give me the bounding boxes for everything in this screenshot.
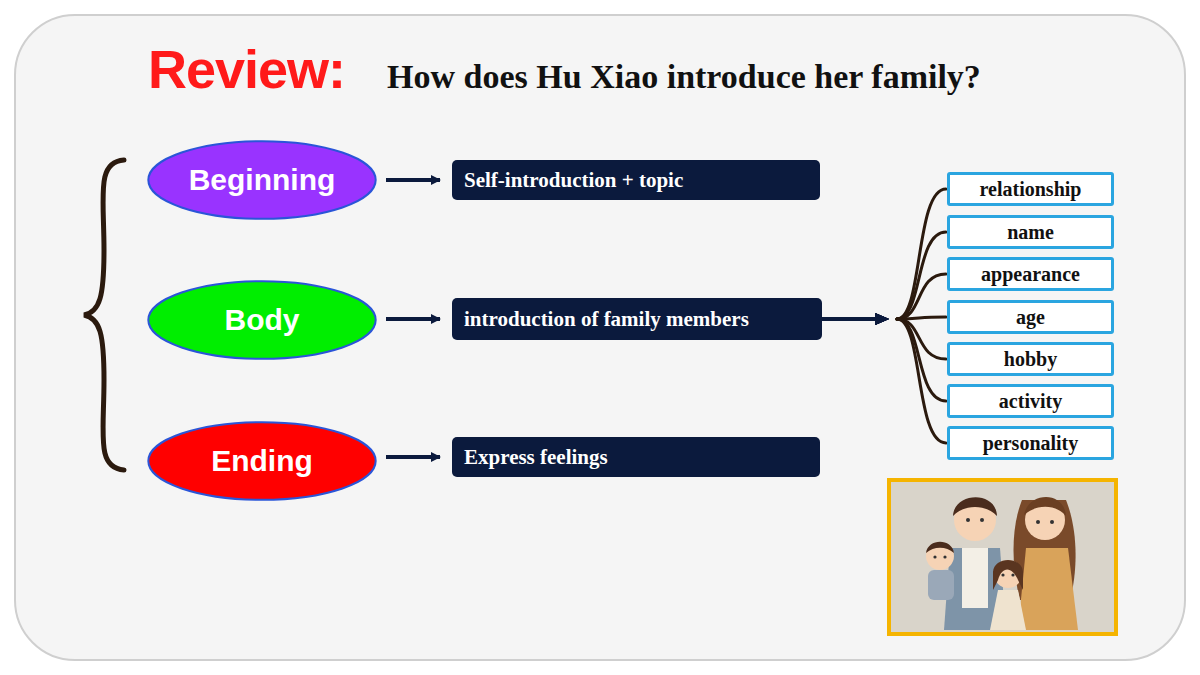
node-text: Self-introduction + topic [464, 168, 683, 193]
node-text: Beginning [189, 163, 336, 197]
beginning-ellipse: Beginning [146, 140, 378, 220]
aspect-box: name [947, 215, 1114, 249]
panel [15, 15, 1185, 660]
connector [822, 313, 946, 401]
node-text: activity [999, 390, 1062, 413]
body-ellipse: Body [146, 280, 378, 360]
left-brace [84, 160, 124, 470]
aspect-box: personality [947, 426, 1114, 460]
family-illustration [889, 480, 1116, 634]
title: How does Hu Xiao introduce her family? [387, 58, 981, 96]
node-text: name [1007, 221, 1054, 244]
connector [822, 274, 946, 325]
aspect-box: age [947, 300, 1114, 334]
connector [386, 319, 440, 320]
connector [822, 313, 946, 443]
ending-ellipse: Ending [146, 421, 378, 501]
node-text: appearance [981, 263, 1080, 286]
connector [822, 313, 946, 359]
connector [822, 313, 946, 325]
connector [822, 232, 946, 325]
node-text: introduction of family members [464, 307, 749, 332]
aspect-box: activity [947, 384, 1114, 418]
connector [386, 180, 440, 181]
node-text: Body [225, 303, 300, 337]
section-box: Express feelings [452, 437, 820, 477]
node-text: relationship [980, 178, 1082, 201]
section-box: Self-introduction + topic [452, 160, 820, 200]
node-text: age [1016, 306, 1045, 329]
node-text: hobby [1004, 348, 1057, 371]
section-box: introduction of family members [452, 298, 822, 340]
connector [822, 189, 946, 325]
node-text: personality [983, 432, 1079, 455]
node-text: Ending [211, 444, 313, 478]
aspect-box: relationship [947, 172, 1114, 206]
review-label: Review: [148, 38, 345, 100]
title-row: Review: How does Hu Xiao introduce her fa… [148, 38, 981, 100]
aspect-box: appearance [947, 257, 1114, 291]
aspect-box: hobby [947, 342, 1114, 376]
connector [386, 457, 440, 458]
node-text: Express feelings [464, 445, 608, 470]
